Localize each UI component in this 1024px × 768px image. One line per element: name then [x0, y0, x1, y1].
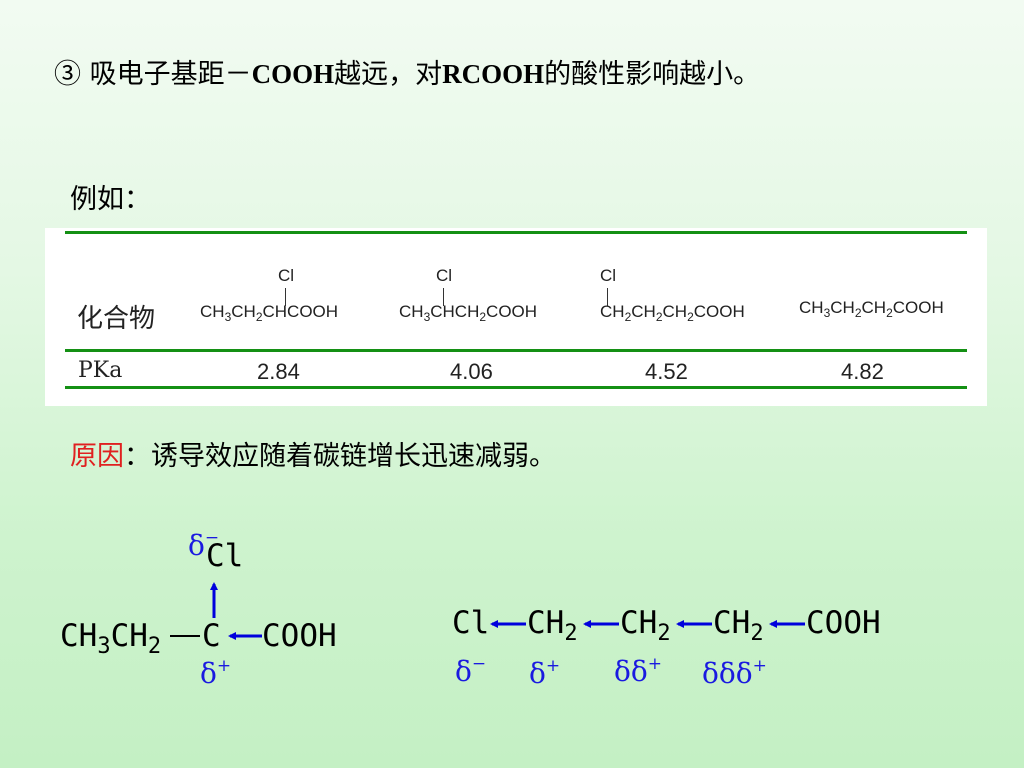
reason-label: 原因 [70, 441, 124, 472]
example-label: 例如： [70, 184, 151, 215]
reason-text: 原因：诱导效应随着碳链增长迅速减弱。 [70, 441, 556, 472]
bond-line [285, 288, 286, 306]
table-rule-bottom [65, 386, 967, 389]
ethyl-group: CH3CH2 [60, 618, 162, 659]
bond-line [443, 288, 444, 306]
delta-plus-label: δ+ [200, 656, 232, 690]
carboxyl-group: COOH [806, 605, 881, 641]
delta-minus-label: δ− [455, 654, 487, 688]
compound-formula: CH2CH2CH2COOH [600, 302, 745, 324]
delta-delta-plus-label: δδ+ [614, 654, 662, 688]
heading: ③ 吸电子基距－COOH越远，对RCOOH的酸性影响越小。 [54, 59, 761, 90]
pka-table: 化合物 PKa Cl CH3CH2CHCOOH 2.84 Cl CH3CHCH2… [45, 228, 987, 406]
bond-line [607, 288, 608, 306]
methylene-group: CH2 [620, 605, 671, 646]
table-rule-top [65, 231, 967, 234]
carboxyl-group: COOH [262, 618, 337, 654]
row-header-compound: 化合物 [77, 304, 156, 334]
chlorine-atom: Cl [206, 538, 244, 574]
delta-minus-label: δ− [188, 528, 220, 562]
compound-formula: CH3CH2CHCOOH [200, 302, 339, 324]
pka-value: 4.82 [841, 359, 884, 384]
compound-formula: CH3CHCH2COOH [399, 302, 538, 324]
pka-value: 4.52 [645, 359, 688, 384]
chlorine-atom: Cl [452, 605, 490, 641]
delta-delta-delta-plus-label: δδδ+ [702, 656, 767, 690]
substituent-label: Cl [436, 266, 453, 285]
row-header-pka: PKa [78, 358, 123, 383]
alpha-carbon: C [202, 618, 221, 654]
circled-number-3: ③ [54, 59, 81, 90]
delta-plus-label: δ+ [529, 656, 561, 690]
substituent-label: Cl [600, 266, 617, 285]
table-rule-middle [65, 349, 967, 352]
methylene-group: CH2 [713, 605, 764, 646]
pka-value: 2.84 [257, 359, 300, 384]
substituent-label: Cl [278, 266, 295, 285]
methylene-group: CH2 [527, 605, 578, 646]
pka-value: 4.06 [450, 359, 493, 384]
compound-formula: CH3CH2CH2COOH [799, 298, 944, 320]
